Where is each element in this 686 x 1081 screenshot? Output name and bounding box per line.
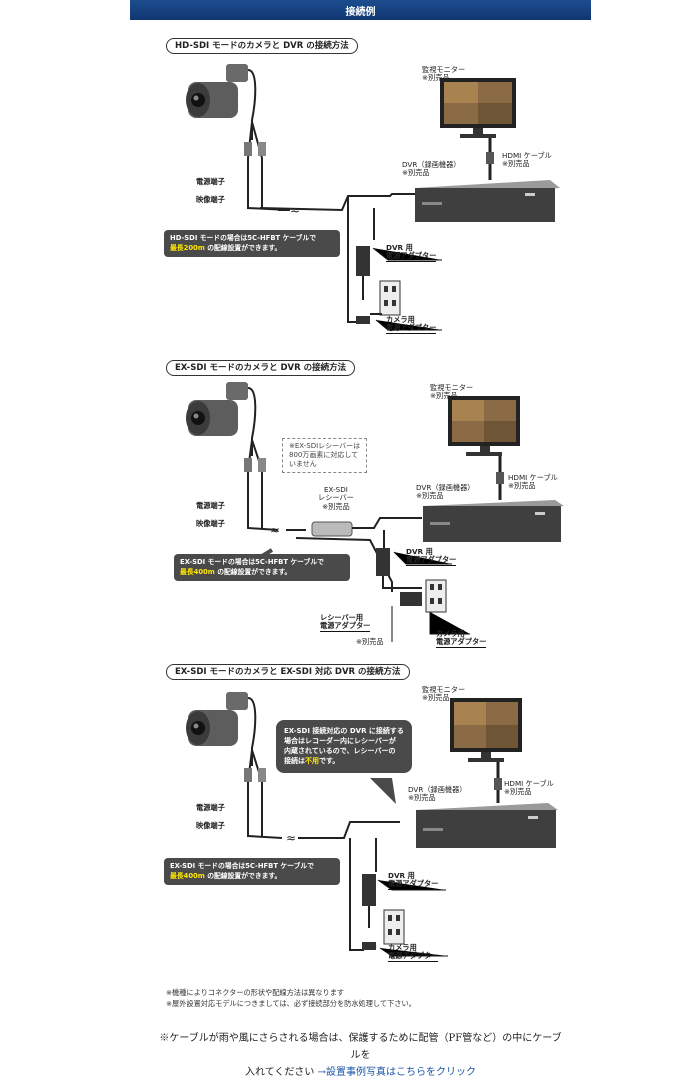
- diagram-hd-sdi-art: ≈: [186, 64, 560, 331]
- dvr-adapter-label: DVR 用電源アダプター: [388, 871, 439, 891]
- power-terminal-label: 電源端子: [196, 501, 225, 510]
- diagram-hd-sdi: ≈ HD-SDI モードのカメラと DVR の接続: [130, 30, 591, 350]
- hdmi-cable-label: HDMI ケーブル※別売品: [502, 151, 552, 169]
- dvr-label: DVR（録画機器）※別売品: [402, 160, 461, 178]
- svg-text:≈: ≈: [290, 203, 300, 217]
- dvr-icon: [423, 500, 564, 542]
- dvr-label: DVR（録画機器）※別売品: [408, 785, 467, 803]
- video-terminal-label: 映像端子: [196, 821, 225, 830]
- monitor-icon: [440, 78, 516, 138]
- receiver-adapter-sold-label: ※別売品: [356, 637, 384, 646]
- footnote-waterproof: ※屋外設置対応モデルにつきましては、必ず接続部分を防水処理して下さい。: [166, 999, 416, 1008]
- cable-distance-note: EX-SDI モードの場合は5C-HFBT ケーブルで最長400m の配線設置が…: [164, 858, 340, 886]
- svg-text:≈: ≈: [270, 523, 280, 537]
- cable-protection-note: ※ケーブルが雨や風にさらされる場合は、保護するために配管（PF管など）の中にケー…: [130, 1030, 591, 1081]
- receiver-not-needed-note: EX-SDI 接続対応の DVR に接続する場合はレコーダー内にレシーバーが内蔵…: [276, 720, 412, 773]
- dvr-icon: [415, 180, 560, 222]
- monitor-label: 監視モニター※別売品: [422, 685, 466, 703]
- cable-distance-note: EX-SDI モードの場合は5C-HFBT ケーブルで最長400m の配線設置が…: [174, 554, 350, 582]
- dvr-icon: [416, 803, 558, 848]
- receiver-icon: [311, 521, 353, 537]
- cable-protection-line1: ※ケーブルが雨や風にさらされる場合は、保護するために配管（PF管など）の中にケー…: [159, 1033, 562, 1044]
- hdmi-cable-label: HDMI ケーブル※別売品: [504, 779, 554, 797]
- monitor-label: 監視モニター※別売品: [430, 383, 474, 401]
- power-terminal-label: 電源端子: [196, 803, 225, 812]
- monitor-icon: [450, 698, 522, 762]
- diagram-ex-sdi-art: ≈: [186, 382, 564, 642]
- video-terminal-label: 映像端子: [196, 519, 225, 528]
- diagram-ex-sdi-dvr-art: ≈: [186, 692, 558, 957]
- camera-adapter-label: カメラ用電源アダプター: [386, 315, 437, 335]
- camera-icon: [186, 382, 248, 436]
- dvr-adapter-label: DVR 用電源アダプター: [386, 243, 437, 263]
- monitor-label: 監視モニター※別売品: [422, 65, 466, 83]
- cable-protection-line3: 入れてください: [245, 1067, 315, 1078]
- cable-protection-line2: ルを: [350, 1050, 371, 1061]
- section-title: EX-SDI モードのカメラと DVR の接続方法: [166, 360, 356, 376]
- dvr-label: DVR（録画機器）※別売品: [416, 483, 475, 501]
- section-title: HD-SDI モードのカメラと DVR の接続方法: [166, 38, 358, 54]
- svg-text:≈: ≈: [286, 831, 296, 845]
- footnote-connector: ※機種によりコネクターの形状や配線方法は異なります: [166, 988, 345, 997]
- monitor-icon: [448, 396, 520, 456]
- camera-icon: [186, 64, 248, 118]
- diagram-ex-sdi: ≈ EX-SDI: [130, 352, 591, 657]
- camera-icon: [186, 692, 248, 746]
- cable-distance-note: HD-SDI モードの場合は5C-HFBT ケーブルで最長200m の配線設置が…: [164, 230, 340, 258]
- section-header-title: 接続例: [345, 6, 376, 18]
- video-terminal-label: 映像端子: [196, 195, 225, 204]
- dvr-adapter-label: DVR 用電源アダプター: [406, 547, 457, 567]
- power-terminal-label: 電源端子: [196, 177, 225, 186]
- camera-adapter-label: カメラ用電源アダプター: [388, 943, 439, 963]
- hdmi-cable-label: HDMI ケーブル※別売品: [508, 473, 558, 491]
- receiver-adapter-label: レシーバー用電源アダプター: [320, 613, 371, 633]
- section-header-bar: 接続例: [130, 0, 591, 20]
- camera-adapter-label: カメラ用電源アダプター: [436, 629, 487, 649]
- section-title: EX-SDI モードのカメラと EX-SDI 対応 DVR の接続方法: [166, 664, 410, 680]
- diagram-ex-sdi-dvr: ≈ EX-SDI モードのカメラと EX-SDI 対応 DVR の接続: [130, 660, 591, 970]
- installation-photos-link[interactable]: →設置事例写真はこちらをクリック: [317, 1067, 476, 1078]
